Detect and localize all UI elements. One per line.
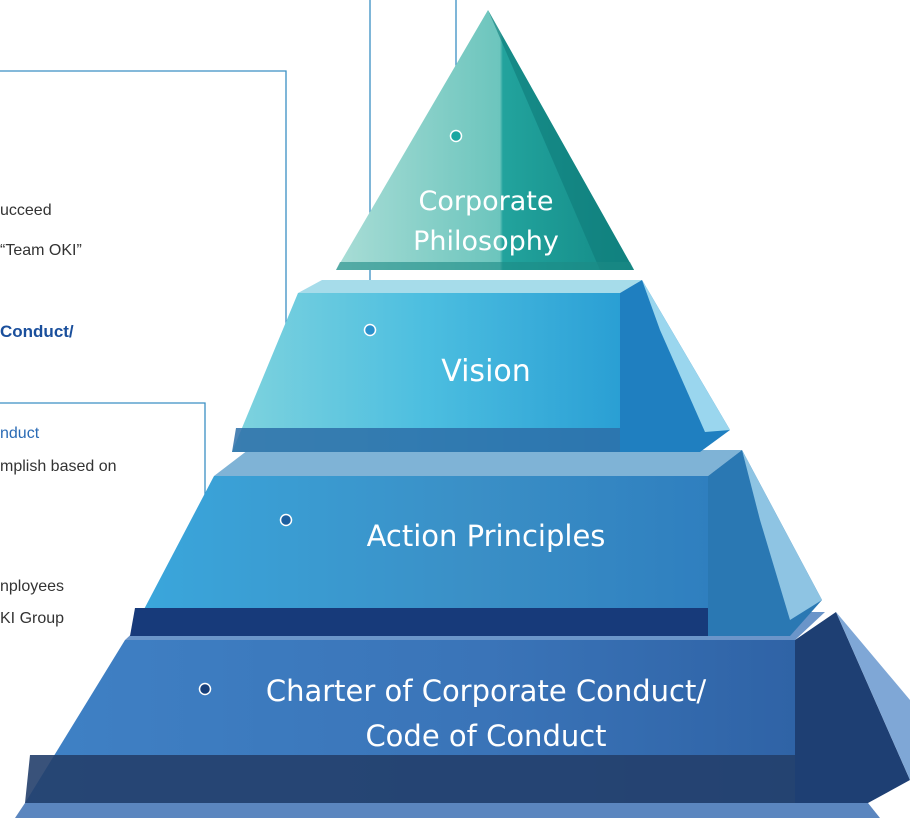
action-highlight (742, 450, 822, 620)
philosophy-description-line-2: “Team OKI” (0, 242, 82, 259)
conduct-description-line-2: nployees (0, 578, 65, 595)
connector-action (0, 70, 287, 520)
tier-action (130, 450, 822, 636)
vision-highlight (642, 280, 730, 432)
tier-philosophy (336, 10, 634, 270)
philosophy-description-line-1: ucceed (0, 202, 52, 219)
charter-shadow (25, 755, 795, 803)
charter-label-line-1: Charter of Corporate Conduct/ (266, 674, 707, 708)
philosophy-front (336, 10, 634, 270)
vision-shadow (232, 428, 620, 452)
vision-top (298, 280, 642, 293)
philosophy-label-line-2: Philosophy (413, 226, 559, 257)
vision-label: Vision (441, 354, 531, 389)
dot-action (279, 513, 293, 527)
conduct-description-line-3: KI Group (0, 610, 65, 627)
action-top (214, 450, 742, 476)
dot-charter (198, 682, 212, 696)
action-front (130, 476, 708, 636)
charter-label-line-2: Code of Conduct (365, 719, 606, 753)
conduct-heading-fragment: nduct (0, 425, 40, 442)
action-shadow (130, 608, 708, 636)
philosophy-side (488, 10, 634, 270)
dot-vision (363, 323, 377, 337)
charter-side (795, 612, 910, 803)
charter-highlight (836, 612, 910, 780)
action-label: Action Principles (367, 519, 606, 553)
tier-vision (232, 280, 730, 452)
charter-bottom-edge (15, 803, 880, 818)
philosophy-label-line-1: Corporate (419, 186, 554, 217)
connector-dots (198, 129, 463, 696)
philosophy-base (336, 262, 634, 270)
charter-heading-fragment: Conduct/ (0, 322, 74, 341)
conduct-description-line-1: mplish based on (0, 458, 117, 475)
vision-front (232, 293, 620, 452)
tier-charter (15, 612, 910, 818)
dot-philosophy (449, 129, 463, 143)
